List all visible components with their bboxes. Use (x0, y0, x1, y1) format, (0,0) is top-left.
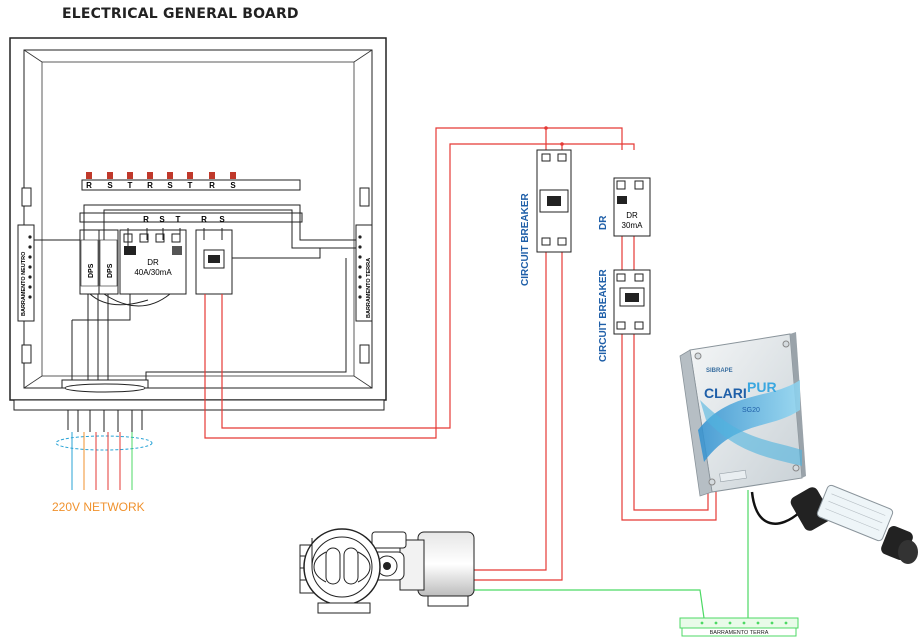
dr-side-label: DR (598, 215, 609, 230)
dps-label: DPS (107, 263, 114, 278)
device-brand: SIBRAPE (706, 368, 733, 374)
bottom-ground-bar-label: BARRAMENTO TERRA (710, 630, 769, 636)
dr-module-board: DR 40A/30mA (119, 229, 187, 295)
busbar-label: R (147, 181, 153, 190)
chlorinator-breaker: CIRCUIT BREAKER (598, 268, 651, 362)
terminal-label: S (159, 215, 165, 224)
din-rail (79, 212, 303, 223)
device-name-prefix: CLARI (704, 385, 747, 401)
bottom-ground-bar: BARRAMENTO TERRA (679, 617, 799, 637)
network-wires (55, 432, 153, 490)
chlorinator-device: SIBRAPE CLARI PUR SG20 (679, 332, 806, 497)
board-title: ELECTRICAL GENERAL BOARD (62, 6, 299, 22)
row2-terminals: R S T R S (143, 215, 225, 224)
chlorinator-dr: DR 30mA DR (598, 177, 651, 237)
dr-label: DR (147, 258, 159, 267)
board-wiring (34, 204, 356, 380)
pump-breaker: CIRCUIT BREAKER (520, 149, 572, 286)
device-name-suffix: PUR (747, 379, 777, 395)
busbar-label: S (167, 181, 173, 190)
network-label: 220V NETWORK (52, 500, 145, 514)
electrical-board (9, 37, 387, 411)
board-breaker (195, 229, 233, 295)
dps-modules: DPS DPS (79, 229, 119, 295)
neutral-bar: BARRAMENTO NEUTRO (17, 224, 35, 322)
dr-module-label: DR (626, 211, 638, 220)
pump-breaker-label: CIRCUIT BREAKER (520, 192, 531, 286)
terminal-label: T (176, 215, 181, 224)
ground-bar-label: BARRAMENTO TERRA (366, 258, 372, 318)
electrolytic-cell (750, 484, 918, 564)
terminal-label: R (143, 215, 149, 224)
terminal-label: S (219, 215, 225, 224)
neutral-bar-label: BARRAMENTO NEUTRO (21, 251, 27, 316)
dps-label: DPS (88, 263, 95, 278)
board-ground-bar: BARRAMENTO TERRA (355, 224, 373, 322)
chlorinator-breaker-label: CIRCUIT BREAKER (598, 268, 609, 362)
busbar-label: R (86, 181, 92, 190)
pump-motor (299, 528, 475, 614)
busbar-label: T (128, 181, 133, 190)
top-busbar: R S T R S T R S (81, 172, 301, 191)
ground-wiring (470, 490, 749, 619)
terminal-label: R (201, 215, 207, 224)
dr-module-rating: 30mA (622, 221, 644, 230)
conduit-gland (61, 379, 149, 432)
busbar-label: S (107, 181, 113, 190)
busbar-label: R (209, 181, 215, 190)
busbar-label: T (188, 181, 193, 190)
device-model: SG20 (742, 407, 760, 414)
busbar-label: S (230, 181, 236, 190)
dr-rating: 40A/30mA (134, 268, 172, 277)
